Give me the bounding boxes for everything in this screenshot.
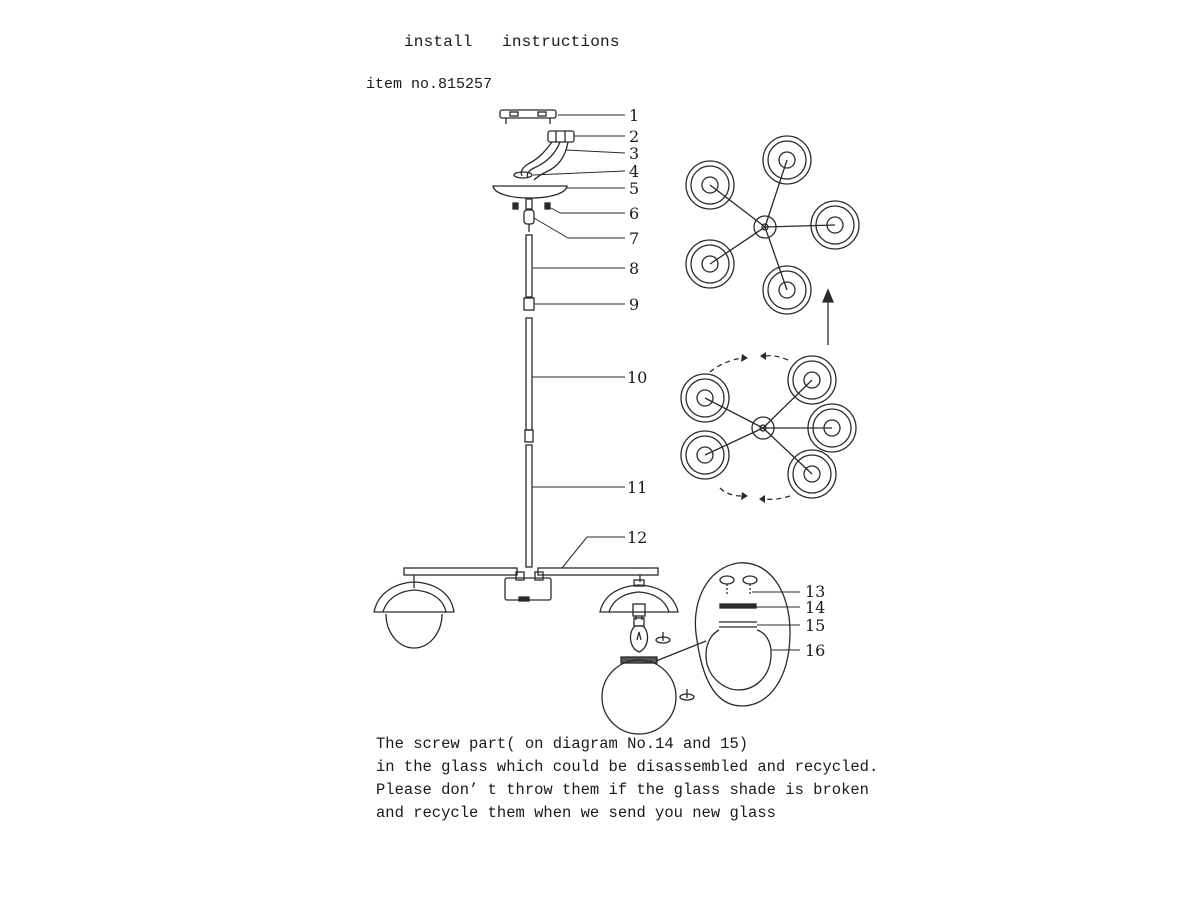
callout-14: 14 <box>805 598 825 617</box>
top-view-rotation <box>680 352 857 503</box>
top-view-shade <box>762 135 812 185</box>
arrow-up-icon <box>822 288 834 345</box>
right-shade <box>599 579 679 620</box>
note-line: The screw part( on diagram No.14 and 15) <box>376 735 749 753</box>
recycling-note: The screw part( on diagram No.14 and 15)… <box>376 733 896 825</box>
rotate-arrow-icon <box>655 632 671 644</box>
rotation-view-shade <box>787 355 837 405</box>
canopy <box>492 185 568 199</box>
callout-6: 6 <box>629 204 639 223</box>
rotation-view-shade <box>807 403 857 453</box>
top-view-shade <box>810 200 860 250</box>
lower-rod <box>525 444 533 568</box>
rotation-arrowheads <box>741 352 766 503</box>
arms <box>403 567 659 602</box>
callout-2: 2 <box>629 127 639 146</box>
callout-16: 16 <box>805 641 825 660</box>
callout-4: 4 <box>629 162 639 181</box>
wire-connector <box>547 130 575 143</box>
callout-13: 13 <box>805 582 825 601</box>
glass-detail-view <box>694 562 791 707</box>
note-line: and recycle them when we send you new gl… <box>376 804 776 822</box>
middle-rod <box>525 317 533 431</box>
light-bulb <box>629 617 649 653</box>
callout-5: 5 <box>629 179 639 198</box>
rod-connector <box>523 297 535 311</box>
upper-rod <box>525 234 533 298</box>
left-lamp <box>373 581 455 649</box>
callout-12: 12 <box>627 528 647 547</box>
canopy-screws <box>512 202 551 210</box>
pendant-assembly: 1 2 3 4 5 6 7 8 9 10 11 12 13 14 15 16 <box>373 106 825 735</box>
top-view-shade <box>685 160 735 210</box>
callout-11: 11 <box>627 478 647 497</box>
callout-15: 15 <box>805 616 825 635</box>
page-title: install instructions <box>404 33 620 51</box>
callout-9: 9 <box>629 295 639 314</box>
note-line: in the glass which could be disassembled… <box>376 758 879 776</box>
callout-10: 10 <box>627 368 647 387</box>
item-number: item no.815257 <box>366 76 493 93</box>
callout-8: 8 <box>629 259 639 278</box>
top-view-final <box>685 135 860 315</box>
rotation-view-shade <box>680 430 730 480</box>
callout-numbers: 1 2 3 4 5 6 7 8 9 10 11 12 13 14 15 16 <box>627 106 825 660</box>
rotation-arrows <box>709 354 791 501</box>
top-view-shade <box>762 265 812 315</box>
rod-joint <box>524 429 534 443</box>
coupler <box>523 198 535 232</box>
top-view-shade <box>685 239 735 289</box>
note-line: Please don’ t throw them if the glass sh… <box>376 781 869 799</box>
rotation-view-shade <box>680 373 730 423</box>
callout-leaders <box>532 114 800 651</box>
callout-1: 1 <box>629 106 639 125</box>
mounting-bracket <box>499 109 557 124</box>
glass-globe <box>601 656 677 735</box>
rotate-arrow-icon <box>679 689 695 701</box>
callout-7: 7 <box>629 229 639 248</box>
callout-3: 3 <box>629 144 639 163</box>
rotation-view-shade <box>787 449 837 499</box>
cable-clip <box>513 171 533 179</box>
